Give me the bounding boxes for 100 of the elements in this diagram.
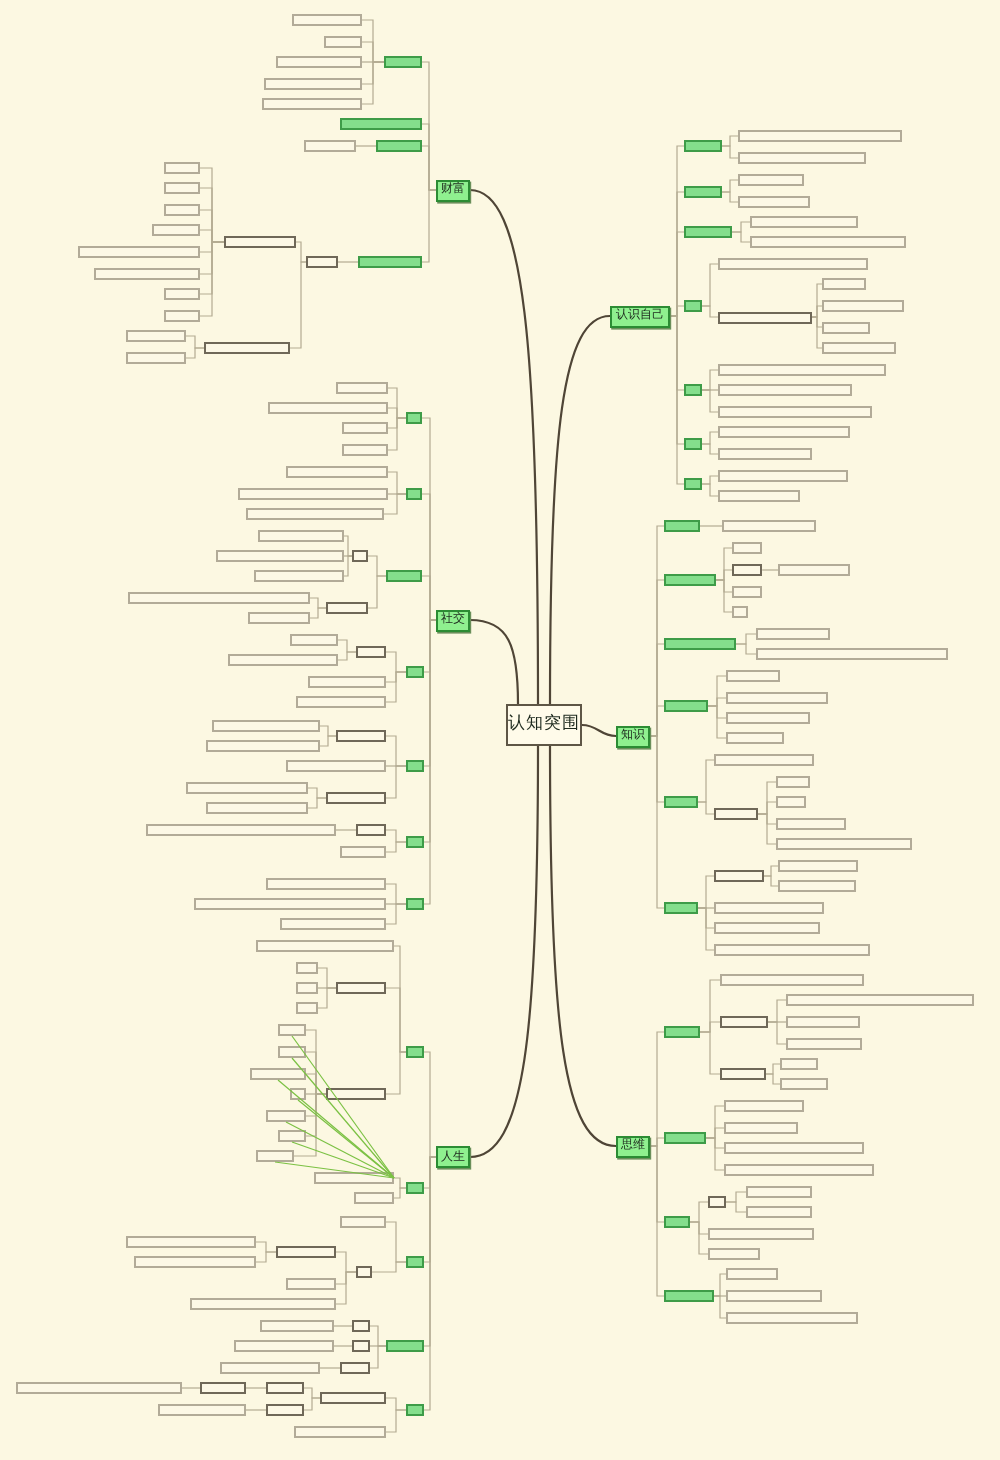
relationship-line [291,1141,395,1179]
topic-box [266,1404,304,1416]
topic-box [276,1246,336,1258]
topic-box [718,384,852,396]
topic-box [276,56,362,68]
topic-box [128,592,310,604]
topic-box [714,922,820,934]
topic-box [296,982,318,994]
connector-line [761,569,779,571]
topic-box [342,444,388,456]
connector-line [385,1409,407,1433]
subtopic-box [406,666,424,678]
topic-box [708,1228,814,1240]
topic-box [352,1340,370,1352]
topic-box [228,654,338,666]
connector-line [735,643,757,655]
connector-line [385,841,407,853]
topic-box [822,278,866,290]
connector-line [181,1387,201,1389]
connector-line [333,1325,353,1327]
topic-box [720,974,864,986]
relationship-line [285,1121,395,1179]
topic-box [732,606,748,618]
topic-box [308,676,386,688]
subtopic-box [684,140,722,152]
topic-box [342,422,388,434]
topic-box [726,670,780,682]
subtopic-box [664,796,698,808]
topic-box [726,1268,778,1280]
subtopic-box [384,56,422,68]
connector-line [697,801,715,815]
central-topic-box: 认知突围 [506,704,582,746]
subtopic-box [406,760,424,772]
topic-box [726,692,828,704]
topic-box [778,860,858,872]
topic-box [714,754,814,766]
topic-box [732,564,762,576]
subtopic-box [406,1404,424,1416]
topic-box [320,1392,386,1404]
relationship-line [291,1057,395,1179]
topic-box [722,520,816,532]
topic-box [146,824,336,836]
topic-box [152,224,200,236]
subtopic-box [340,118,422,130]
topic-box [326,1088,386,1100]
connector-line [355,145,377,147]
topic-box [224,236,296,248]
topic-box [164,310,200,322]
subtopic-box [664,1026,700,1038]
subtopic-box [406,1046,424,1058]
topic-box [158,1404,246,1416]
topic-box [724,1164,874,1176]
topic-box [718,490,800,502]
topic-box [280,918,386,930]
topic-box [266,1110,306,1122]
connector-line [307,797,327,809]
subtopic-box [664,1132,706,1144]
connector-line [669,315,685,485]
topic-box [248,612,310,624]
connector-line [423,1156,437,1411]
connector-line [757,813,777,845]
topic-box [286,1278,336,1290]
topic-box [268,402,388,414]
topic-box [822,300,904,312]
connector-line [199,241,225,317]
topic-box [134,1256,256,1268]
topic-box [216,550,344,562]
connector-line [649,1145,665,1297]
topic-box [718,311,812,323]
topic-box [164,182,200,194]
connector-line [367,575,387,609]
connector-line [369,1345,387,1369]
connector-line [763,875,779,887]
subtopic-box [664,520,700,532]
topic-box [720,1068,766,1080]
topic-box [778,564,850,576]
connector-line [713,1273,727,1297]
topic-box [780,1058,818,1070]
connector-line [421,189,437,263]
topic-box [724,1122,798,1134]
branch-curve [581,723,617,738]
topic-box [720,1016,768,1028]
relationship-line [297,1099,395,1179]
subtopic-box [406,836,424,848]
connector-line [295,241,307,263]
topic-box [296,696,386,708]
topic-box [352,1320,370,1332]
topic-box [738,130,902,142]
topic-box [714,902,824,914]
connector-line [689,1221,709,1255]
connector-line [245,1387,267,1389]
topic-box [126,1236,256,1248]
subtopic-box [684,438,702,450]
connector-line [385,987,407,1053]
topic-box [324,36,362,48]
connector-line [725,1201,747,1213]
topic-box [336,382,388,394]
topic-box [260,1320,334,1332]
topic-box [304,140,356,152]
connector-line [289,261,307,349]
